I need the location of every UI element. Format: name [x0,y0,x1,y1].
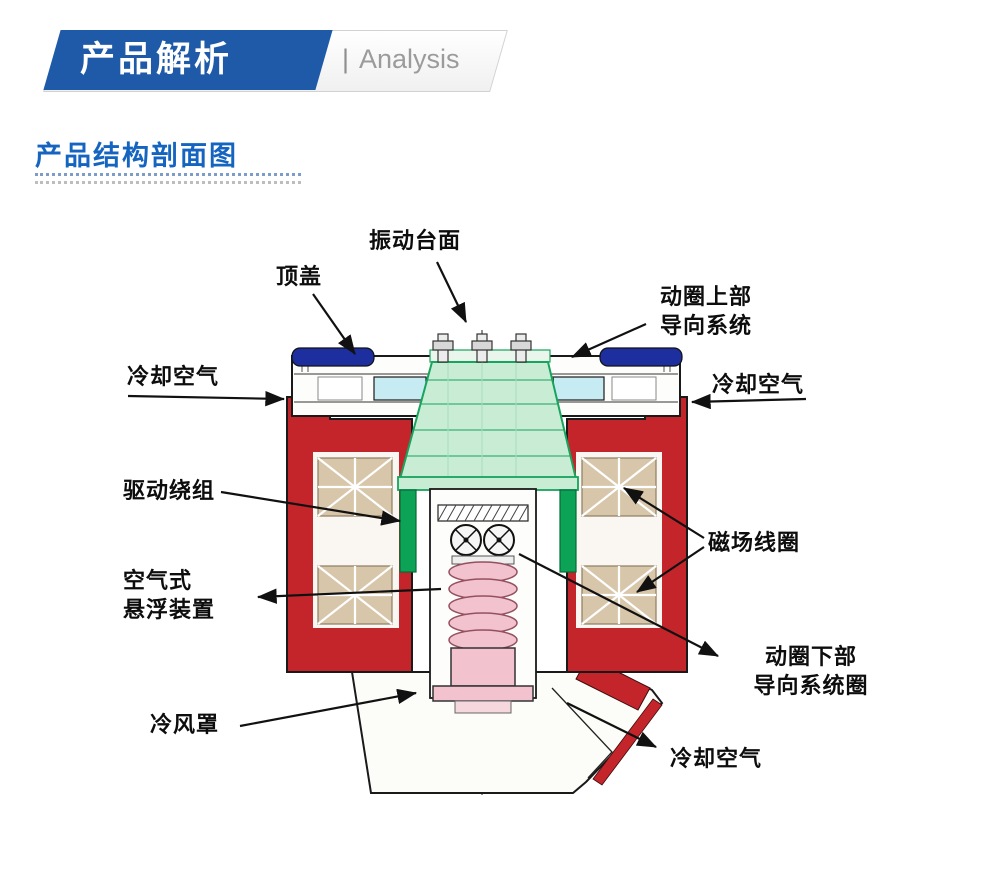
air-suspension-bellows [448,561,518,651]
label-drive-winding: 驱动绕组 [123,478,216,503]
banner-subtitle-text: Analysis [359,44,460,74]
label-field-coil: 磁场线圈 [708,530,801,555]
label-cooling-air-bottom: 冷却空气 [670,746,763,771]
top-cover-left [291,347,375,367]
lower-guide-hatch-bar [437,504,529,522]
lower-guide-rollers [450,524,515,556]
table-bolts [432,333,532,363]
label-vibration-table-surface: 振动台面 [368,228,461,253]
label-air-suspension: 空气式 悬浮装置 [123,568,216,623]
label-coil-lower-guide: 动圈下部 导向系统圈 [753,644,869,699]
top-cover-right [599,347,683,367]
section-title: 产品结构剖面图 [35,141,238,171]
label-cold-air-hood: 冷风罩 [150,712,220,737]
field-coil-left [313,452,399,628]
field-coil-right [576,452,662,628]
label-cooling-air-left: 冷却空气 [127,364,220,389]
section-title-underline-gray [35,181,301,184]
leader-arrows [127,261,807,748]
banner-subtitle: | Analysis [342,44,460,75]
center-column [429,488,537,714]
banner-separator: | [342,44,350,74]
drive-winding-left [399,489,417,573]
drive-winding-right [559,489,577,573]
label-coil-upper-guide: 动圈上部 导向系统 [659,284,752,339]
label-top-cover: 顶盖 [276,264,323,289]
label-cooling-air-right: 冷却空气 [712,372,805,397]
upper-guide-bearing-right [551,376,605,401]
upper-guide-bearing-left [373,376,427,401]
section-title-underline-blue [35,173,301,176]
